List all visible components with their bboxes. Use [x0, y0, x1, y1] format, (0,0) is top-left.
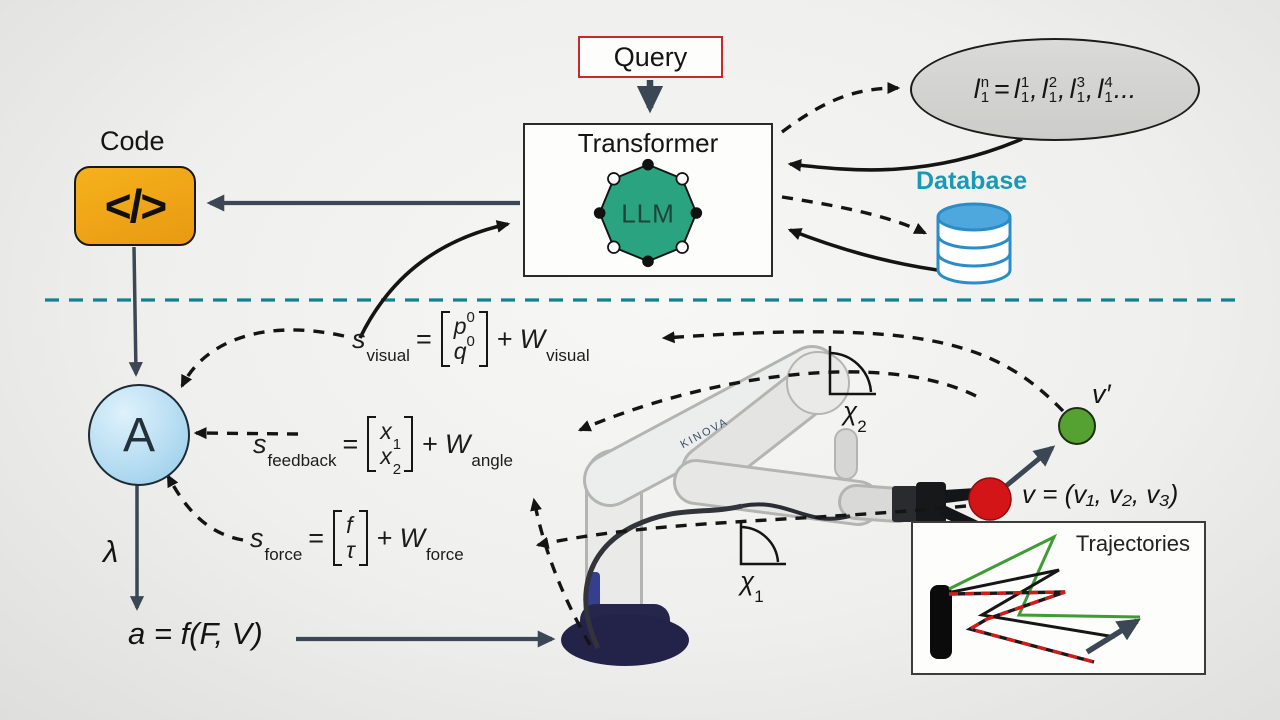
dashed-arrows: [166, 82, 1065, 646]
arrow-transformer-to-database: [781, 195, 928, 235]
code-glyph: </>: [104, 180, 167, 232]
arrow-svisual-to-transformer: [358, 220, 511, 339]
trajectories-plot: [930, 533, 1141, 664]
code-title: Code: [100, 126, 165, 156]
formula-s-feedback: sfeedback = x1 x2 + Wangle: [253, 416, 513, 478]
arrow-red-to-green-point: [1004, 445, 1056, 488]
formula-s-visual: svisual = p0 q0 + Wvisual: [352, 308, 590, 367]
database-icon: [936, 202, 1012, 285]
arrow-redpoint-to-wforce: [535, 504, 967, 549]
aggregator-node: A: [88, 384, 190, 486]
angle-marker-chi2: [828, 346, 876, 396]
database-label: Database: [916, 167, 1028, 195]
velocity-vector-label: v = (v₁, v₂, v₃): [1022, 479, 1179, 509]
arrow-transformer-to-ellipse: [780, 82, 901, 134]
arrow-code-to-aggregator: [128, 246, 143, 377]
green-target-point: [1058, 407, 1096, 445]
query-label: Query: [613, 41, 688, 72]
matrix-pq: p0 q0: [440, 310, 488, 367]
angle-marker-chi1: [739, 520, 786, 566]
trajectories-label: Trajectories: [1075, 531, 1190, 556]
arrow-robot-to-wangle: [577, 370, 977, 432]
llm-octagon-icon: LLM: [593, 158, 703, 268]
robot-cable: [583, 503, 743, 650]
robot-arm-illustration: KINOVA: [561, 345, 994, 666]
red-state-point: [968, 477, 1012, 521]
v-prime-label: v′: [1092, 379, 1111, 409]
arrow-svisual-to-aggregator: [180, 328, 345, 389]
chi2-label: χ2: [843, 396, 867, 437]
solid-arrows: [128, 80, 1056, 648]
trajectories-box: Trajectories: [911, 521, 1206, 675]
action-equation: a = f(F, V): [128, 616, 263, 651]
llm-label: LLM: [621, 199, 675, 229]
trajectory-red: [948, 590, 1095, 664]
arrow-sfeedback-to-aggregator: [193, 427, 299, 440]
solid-curves: [358, 137, 1023, 339]
arrow-database-to-transformer: [787, 228, 953, 274]
transformer-box: Transformer LLM: [523, 123, 773, 277]
arrow-ellipse-to-transformer: [787, 137, 1023, 172]
arrow-greenpoint-to-wvisual: [661, 330, 1065, 413]
matrix-ftau: f τ: [333, 510, 368, 566]
aggregator-label: A: [122, 408, 155, 462]
lambda-label: λ: [103, 534, 119, 569]
matrix-x1x2: x1 x2: [367, 416, 414, 477]
transformer-title: Transformer: [577, 128, 719, 158]
chi1-label: χ1: [740, 566, 764, 607]
trajectory-arrow: [1085, 618, 1141, 655]
arrow-sforce-to-aggregator: [166, 473, 244, 542]
formula-s-force: sforce = f τ + Wforce: [250, 510, 464, 566]
target-object-bar: [930, 585, 952, 659]
code-icon: </>: [74, 166, 196, 246]
query-box: Query: [578, 36, 723, 78]
